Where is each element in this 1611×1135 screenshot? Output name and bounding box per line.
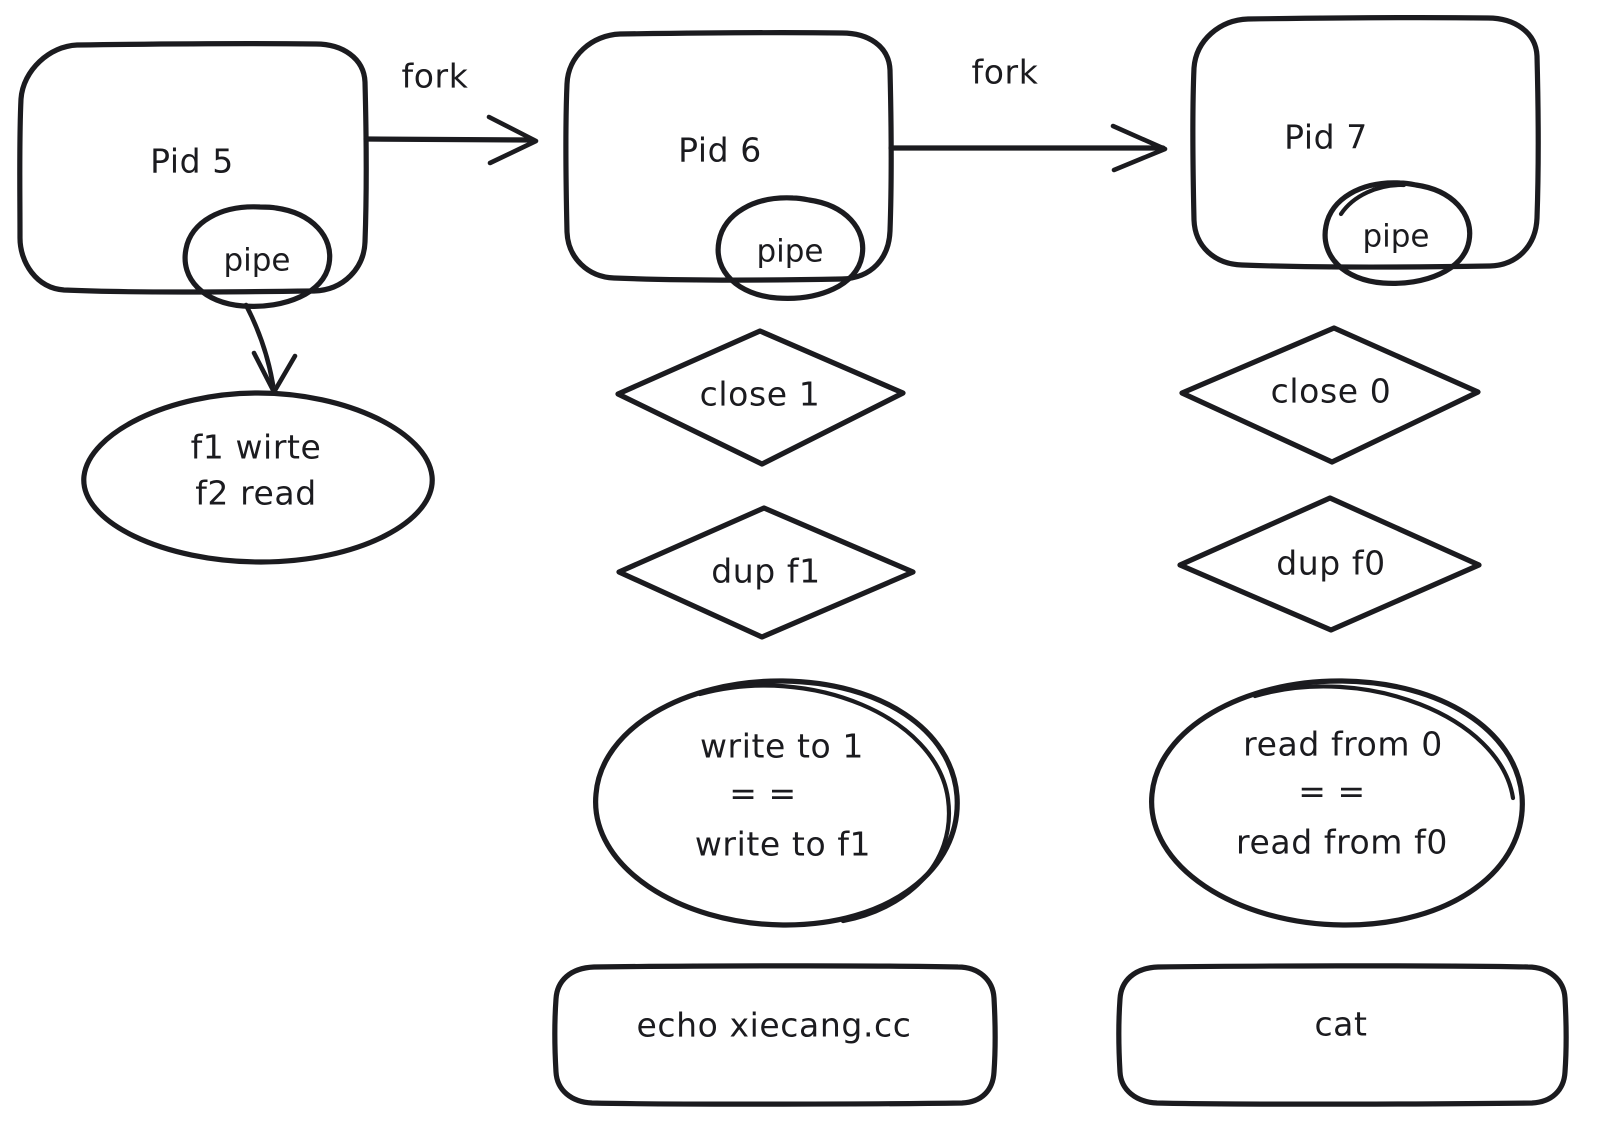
diamond-dup-f0-outline xyxy=(1177,495,1482,633)
diamond-dup-f1-label: dup f1 xyxy=(711,552,821,591)
pid5-label: Pid 5 xyxy=(150,142,234,181)
write-ellipse-line2: = = xyxy=(729,774,797,813)
write-ellipse-outline xyxy=(593,678,960,928)
pipe-badge-pid7-label: pipe xyxy=(1362,219,1429,255)
diamond-dup-f0[interactable]: dup f0 xyxy=(1177,495,1482,633)
pipe-badge-pid5-outline xyxy=(182,204,333,309)
command-box-cat-label: cat xyxy=(1314,1005,1367,1044)
pipe-badge-pid7-sketch-stroke xyxy=(1338,182,1407,217)
write-ellipse-node[interactable]: write to 1 = = write to f1 xyxy=(593,678,960,928)
diamond-close-0-outline xyxy=(1179,325,1481,465)
command-box-cat-outline xyxy=(1116,963,1569,1107)
read-ellipse-line3: read from f0 xyxy=(1236,823,1448,862)
write-ellipse-line1: write to 1 xyxy=(700,727,864,766)
pipe-badge-pid6-outline xyxy=(715,195,866,301)
process-node-pid6[interactable]: Pid 6 xyxy=(563,29,894,283)
command-box-cat[interactable]: cat xyxy=(1116,963,1569,1107)
pipe-badge-pid5[interactable]: pipe xyxy=(182,204,333,309)
pipe-badge-pid6-label: pipe xyxy=(756,234,823,270)
command-box-echo[interactable]: echo xiecang.cc xyxy=(552,963,998,1107)
read-ellipse-line1: read from 0 xyxy=(1243,725,1443,764)
fork-arrow-pid6-pid7[interactable]: fork xyxy=(888,53,1168,173)
fork-arrow-pid5-pid6[interactable]: fork xyxy=(363,57,539,166)
process-node-pid7[interactable]: Pid 7 xyxy=(1190,14,1541,270)
pipe-badge-pid6[interactable]: pipe xyxy=(715,195,866,301)
fd-ellipse-outline xyxy=(81,390,435,565)
read-ellipse-line2: = = xyxy=(1298,772,1366,811)
fd-ellipse-node[interactable]: f1 wirte f2 read xyxy=(81,390,435,565)
diamond-dup-f0-label: dup f0 xyxy=(1276,544,1386,583)
fork-arrow-1-line xyxy=(363,136,536,143)
command-box-echo-outline xyxy=(552,963,998,1107)
pipe-badge-pid7-outline xyxy=(1322,180,1473,286)
pipe-badge-pid7[interactable]: pipe xyxy=(1322,180,1473,286)
fd-ellipse-line1: f1 wirte xyxy=(191,428,322,467)
pid6-label: Pid 6 xyxy=(678,131,762,170)
pipe-to-fd-arrow-line xyxy=(243,302,276,388)
read-ellipse-outline xyxy=(1149,678,1525,928)
diamond-dup-f1-outline xyxy=(616,505,916,640)
diamond-close-0[interactable]: close 0 xyxy=(1179,325,1481,465)
read-ellipse-node[interactable]: read from 0 = = read from f0 xyxy=(1149,678,1525,928)
diamond-close-1-label: close 1 xyxy=(700,375,821,414)
fork-arrow-2-head xyxy=(1110,123,1168,173)
fork-arrow-1-label: fork xyxy=(402,57,469,96)
diamond-close-1[interactable]: close 1 xyxy=(615,328,906,467)
write-ellipse-sketch-stroke xyxy=(697,683,952,924)
pipe-badge-pid5-label: pipe xyxy=(223,243,290,279)
fork-arrow-2-label: fork xyxy=(972,53,1039,92)
pipe-to-fd-arrow[interactable] xyxy=(243,302,298,395)
diamond-close-0-label: close 0 xyxy=(1271,372,1392,411)
read-ellipse-sketch-stroke xyxy=(1252,684,1516,801)
pid7-box-outline xyxy=(1190,14,1541,270)
fork-arrow-1-head xyxy=(486,114,539,166)
diamond-close-1-outline xyxy=(615,328,906,467)
diamond-dup-f1[interactable]: dup f1 xyxy=(616,505,916,640)
pid6-box-outline xyxy=(563,29,894,283)
process-node-pid5[interactable]: Pid 5 xyxy=(17,40,369,295)
write-ellipse-line3: write to f1 xyxy=(695,825,871,864)
fd-ellipse-line2: f2 read xyxy=(195,474,317,513)
command-box-echo-label: echo xiecang.cc xyxy=(636,1006,911,1045)
pid7-label: Pid 7 xyxy=(1284,118,1368,157)
